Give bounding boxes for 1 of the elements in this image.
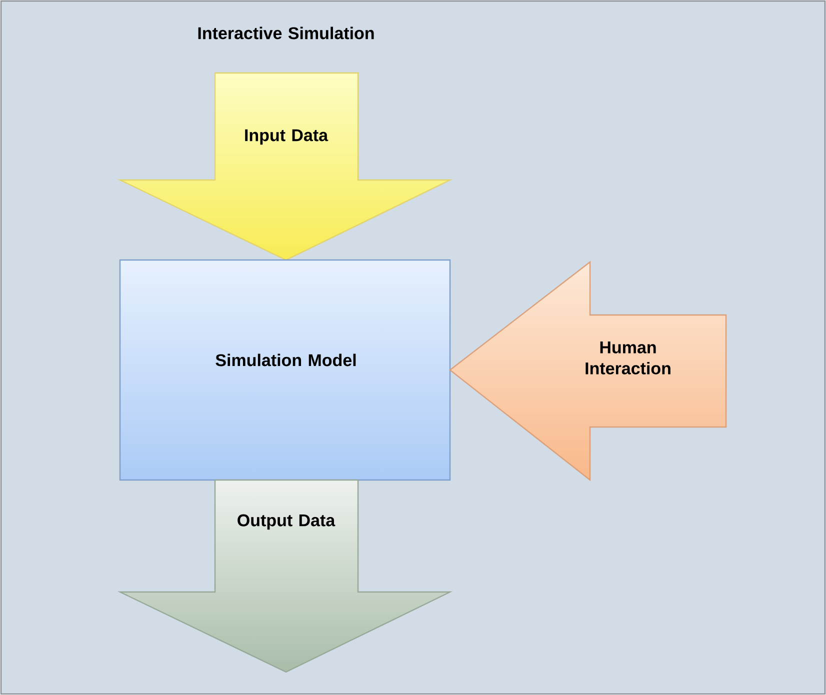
- model-box: Simulation Model: [119, 259, 451, 481]
